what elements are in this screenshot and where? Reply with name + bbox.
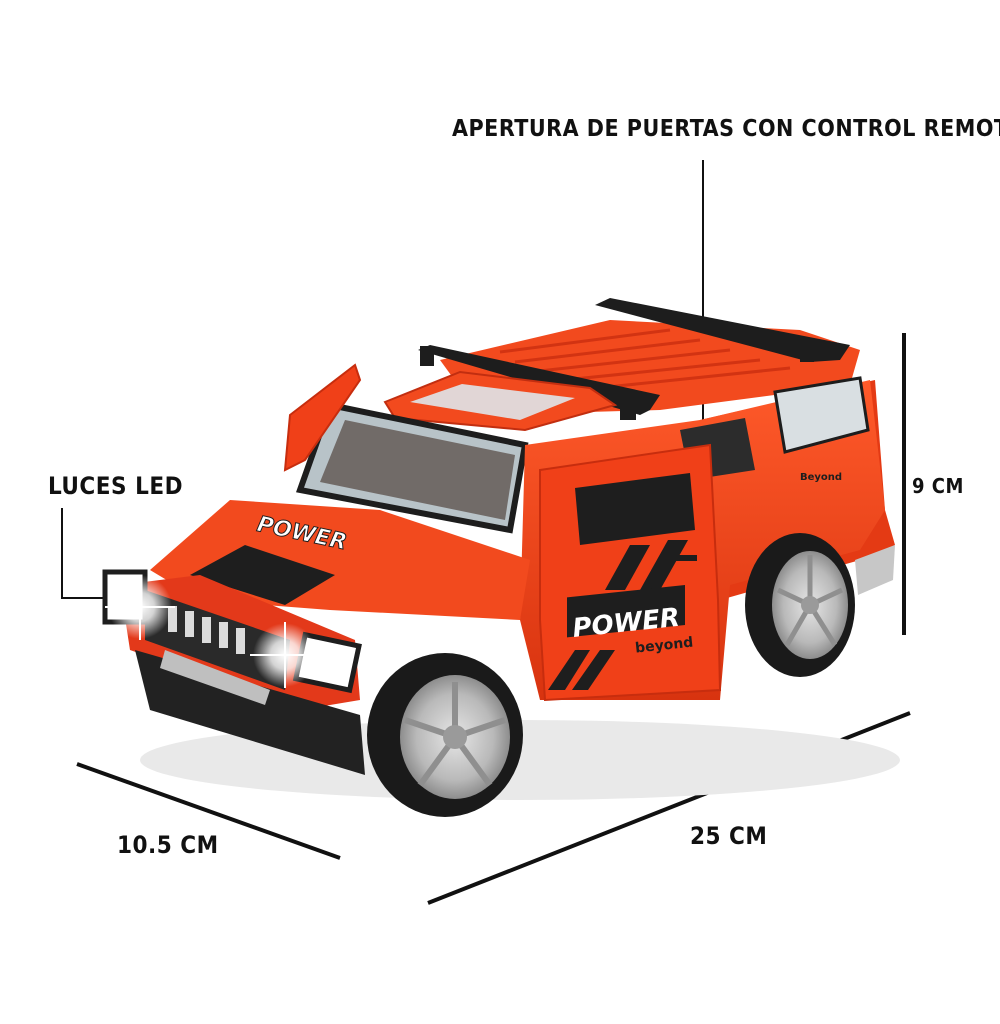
length-annotation-label: 25 CM <box>690 822 768 850</box>
side-beyond-text: Beyond <box>800 472 842 483</box>
rear-bumper <box>855 545 895 595</box>
lights-annotation-label: LUCES LED <box>48 472 184 500</box>
grille-bars <box>168 606 245 654</box>
door-stripe-1 <box>605 545 650 590</box>
windshield-interior <box>320 420 515 520</box>
door-stripe-2 <box>640 540 688 590</box>
door-stripe-3 <box>548 650 590 690</box>
led-sparkles <box>105 575 320 688</box>
toy-car: POWER beyond Beyond POWER <box>102 298 895 817</box>
rail-foot-3 <box>800 340 814 362</box>
door-handle <box>675 555 697 561</box>
height-annotation-label: 9 CM <box>912 474 964 498</box>
grille <box>145 590 290 690</box>
door-beyond-text: beyond <box>634 635 694 657</box>
rail-foot-2 <box>620 398 636 420</box>
door-annotation-label: APERTURA DE PUERTAS CON CONTROL REMOTO <box>452 116 1000 142</box>
rail-foot-1 <box>420 346 434 366</box>
door-window <box>575 473 695 545</box>
front-bumper-trim <box>160 650 270 705</box>
open-driver-door <box>283 363 362 472</box>
door-stripe-4 <box>572 650 615 690</box>
width-line <box>76 762 341 860</box>
roof-rail-rear <box>595 298 850 362</box>
door-power-plate <box>567 585 685 638</box>
rear-side-window <box>773 376 870 454</box>
hood-scoop <box>190 545 335 605</box>
sunroof-glass <box>410 384 575 420</box>
width-annotation-label: 10.5 CM <box>117 831 219 859</box>
front-wheel <box>367 653 523 817</box>
lights-pointer-line <box>61 508 112 599</box>
front-bumper <box>135 650 365 775</box>
windshield-frame <box>296 401 529 534</box>
rear-wheel <box>745 533 855 677</box>
